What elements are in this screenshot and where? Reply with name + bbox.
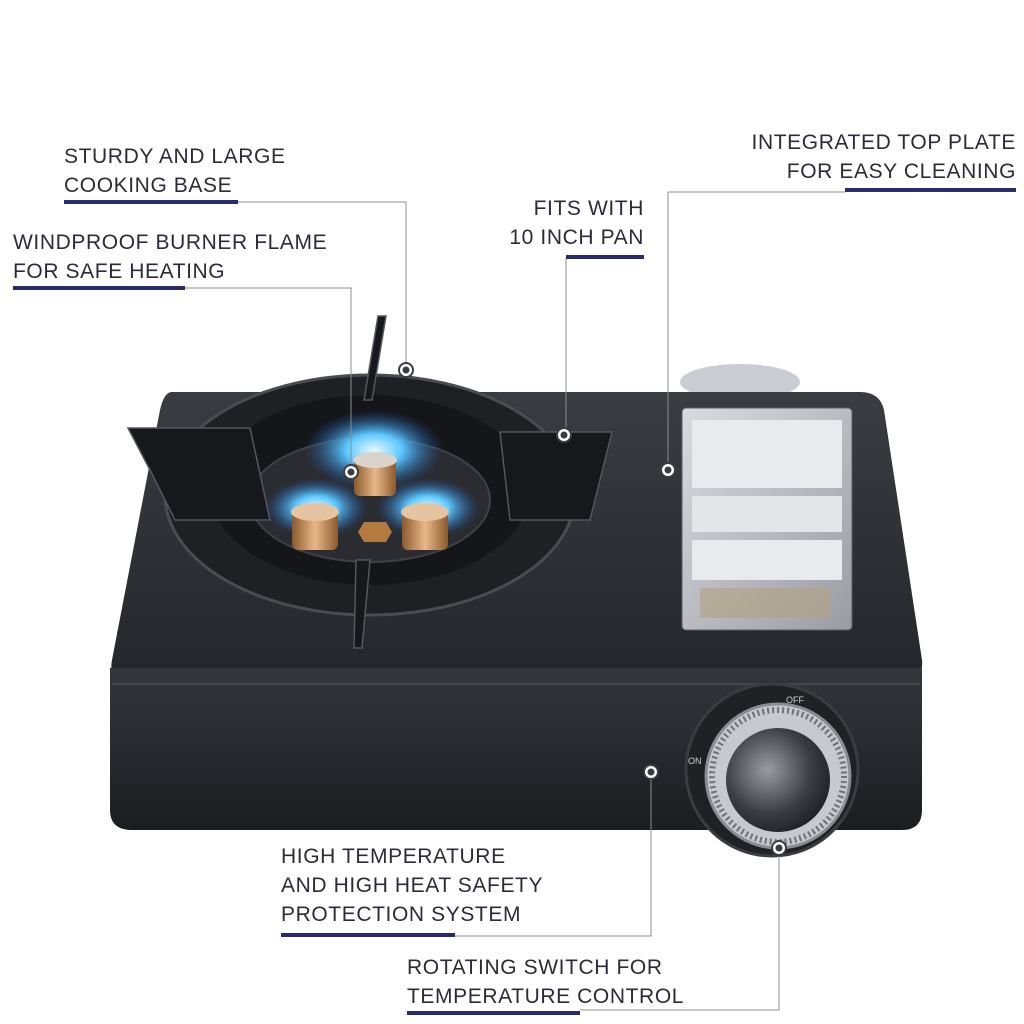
knob-on-mark: ON xyxy=(688,756,702,766)
callout-line: FOR EASY CLEANING xyxy=(786,160,1016,183)
callout-sturdy-base: STURDY AND LARGE COOKING BASE xyxy=(64,142,286,200)
gas-canister xyxy=(680,364,800,400)
callout-line: HIGH TEMPERATURE xyxy=(281,845,506,868)
callout-underline xyxy=(281,933,455,937)
callout-line: INTEGRATED TOP PLATE xyxy=(751,131,1016,154)
callout-line: ROTATING SWITCH FOR xyxy=(407,956,663,979)
callout-line: TEMPERATURE CONTROL xyxy=(407,985,685,1008)
callout-safety: HIGH TEMPERATURE AND HIGH HEAT SAFETY PR… xyxy=(281,842,543,929)
callout-line: PROTECTION SYSTEM xyxy=(281,903,522,926)
callout-underline xyxy=(566,255,644,259)
callout-underline xyxy=(64,200,238,204)
callout-line: AND HIGH HEAT SAFETY xyxy=(281,874,544,897)
callout-line: WINDPROOF BURNER FLAME xyxy=(13,231,328,254)
callout-underline xyxy=(407,1011,580,1015)
callout-line: 10 INCH PAN xyxy=(509,226,644,249)
temperature-knob: OFF ON xyxy=(684,682,860,858)
callout-top-plate: INTEGRATED TOP PLATE FOR EASY CLEANING xyxy=(680,128,1016,186)
callout-line: FOR SAFE HEATING xyxy=(13,260,226,283)
callout-line: FITS WITH xyxy=(533,197,644,220)
callout-underline xyxy=(13,286,185,290)
knob-off-mark: OFF xyxy=(786,695,804,705)
callout-line: STURDY AND LARGE xyxy=(64,145,286,168)
callout-windproof: WINDPROOF BURNER FLAME FOR SAFE HEATING xyxy=(13,228,327,286)
callout-line: COOKING BASE xyxy=(64,174,233,197)
callout-leader-lines xyxy=(185,191,845,1011)
pan-support xyxy=(126,315,613,649)
callout-fits-pan: FITS WITH 10 INCH PAN xyxy=(470,194,644,252)
callout-markers xyxy=(343,362,787,856)
callout-switch: ROTATING SWITCH FOR TEMPERATURE CONTROL xyxy=(407,953,684,1011)
brass-burner xyxy=(291,452,449,550)
instruction-label xyxy=(681,407,853,631)
callout-underline xyxy=(845,188,1016,192)
